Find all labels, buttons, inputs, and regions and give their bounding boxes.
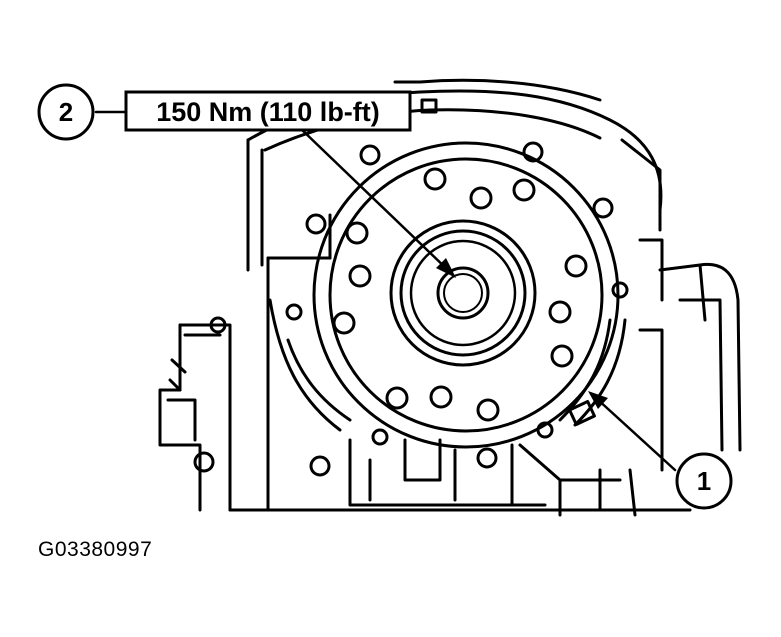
callout-2-number: 2 xyxy=(59,97,73,127)
callout-2: 2 150 Nm (110 lb-ft) xyxy=(37,83,412,141)
torque-spec-label: 150 Nm (110 lb-ft) xyxy=(156,97,380,127)
arrow-heads xyxy=(436,258,608,409)
pulley-holes xyxy=(332,167,588,422)
callout-1: 1 xyxy=(675,452,733,510)
figure-id: G03380997 xyxy=(38,538,153,561)
engine-block-outline xyxy=(158,78,742,517)
leader-lines xyxy=(94,110,677,472)
callout-1-number: 1 xyxy=(697,466,711,496)
crankshaft-pulley xyxy=(312,141,620,449)
engine-bolts xyxy=(193,98,629,477)
